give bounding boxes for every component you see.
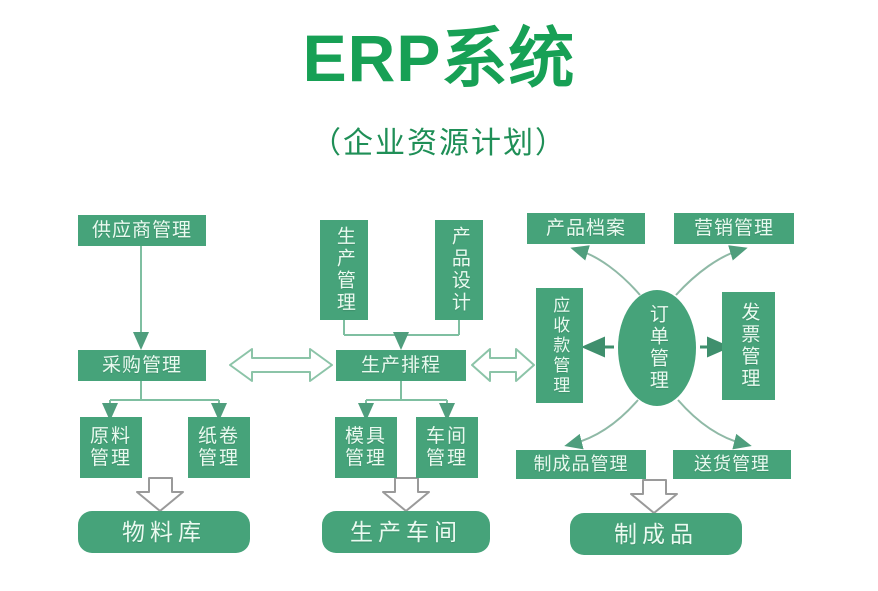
node-purchase-mgmt[interactable]: 采购管理 [78,350,206,381]
node-receivables-mgmt[interactable]: 应收款管理 [536,288,583,403]
connector-schedule-branch [358,381,455,421]
connector-production-branch [343,320,460,350]
connector-purchase-branch [102,381,227,421]
connector-schedule-receivables-double-arrow [471,348,535,382]
node-mold-mgmt[interactable]: 模具管理 [335,417,397,478]
connector-workshop-hollow-arrow [382,477,430,512]
node-delivery-mgmt[interactable]: 送货管理 [673,450,791,479]
node-paper-roll-mgmt[interactable]: 纸卷管理 [188,417,250,478]
node-finished-products[interactable]: 制成品 [570,513,742,555]
node-production-schedule[interactable]: 生产排程 [336,350,466,381]
node-invoice-mgmt[interactable]: 发票管理 [722,292,775,400]
node-material-warehouse[interactable]: 物料库 [78,511,250,553]
connector-order-to-marketing [675,245,748,296]
connector-purchase-schedule-double-arrow [229,348,333,382]
node-workshop-mgmt[interactable]: 车间管理 [416,417,478,478]
node-raw-material-mgmt[interactable]: 原料管理 [80,417,142,478]
page-subtitle: （企业资源计划） [311,127,567,160]
connector-material-hollow-arrow [136,477,184,512]
node-production-mgmt[interactable]: 生产管理 [320,220,368,320]
node-product-archive[interactable]: 产品档案 [527,213,645,244]
connector-order-to-product-archive [570,245,641,296]
node-supplier-mgmt[interactable]: 供应商管理 [78,215,206,246]
connector-order-to-finished-goods [564,399,639,450]
page-title: ERP系统 [302,21,576,95]
connector-finished-hollow-arrow [630,479,678,514]
node-production-workshop[interactable]: 生产车间 [322,511,490,553]
node-marketing-mgmt[interactable]: 营销管理 [674,213,794,244]
node-order-mgmt[interactable]: 订单管理 [618,290,696,406]
node-finished-goods-mgmt[interactable]: 制成品管理 [516,450,646,479]
node-product-design[interactable]: 产品设计 [435,220,483,320]
connector-order-to-delivery [677,399,752,450]
